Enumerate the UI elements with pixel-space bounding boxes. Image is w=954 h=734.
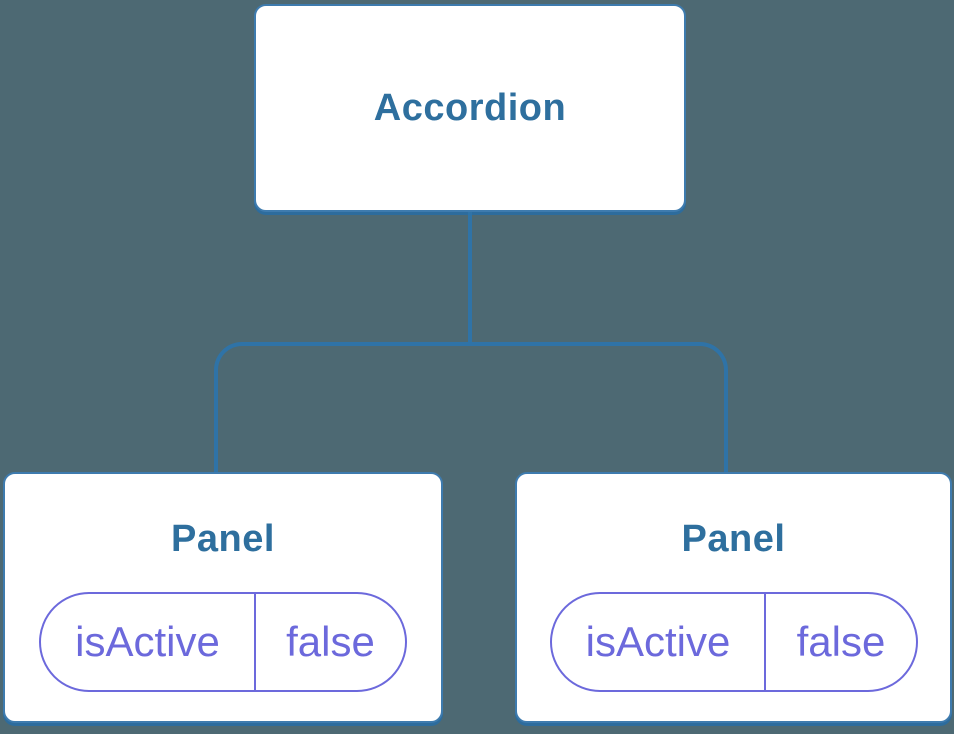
- panel-node-label: Panel: [681, 518, 786, 560]
- state-key: isActive: [41, 594, 256, 690]
- panel-node-right: Panel isActive false: [515, 472, 952, 723]
- panel-node-label: Panel: [171, 518, 275, 560]
- connector-stem: [468, 212, 472, 344]
- accordion-node-label: Accordion: [373, 86, 567, 129]
- state-key: isActive: [552, 594, 767, 690]
- state-value: false: [796, 618, 886, 665]
- panel-node-left: Panel isActive false: [3, 472, 443, 723]
- state-pill: isActive false: [39, 592, 407, 692]
- connector-branch: [214, 342, 728, 472]
- accordion-node: Accordion: [254, 4, 686, 212]
- state-value: false: [286, 618, 375, 665]
- state-pill: isActive false: [549, 592, 918, 692]
